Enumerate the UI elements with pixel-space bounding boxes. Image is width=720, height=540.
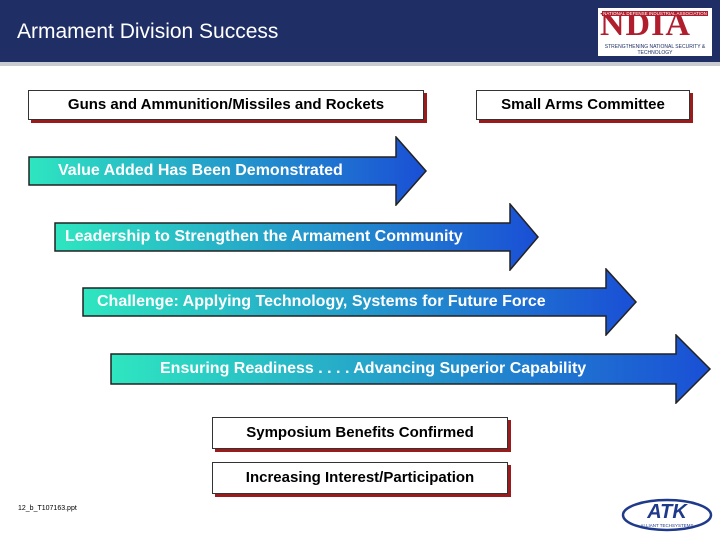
file-code-label: 12_b_T107163.ppt — [18, 505, 77, 512]
arrow-leadership: Leadership to Strengthen the Armament Co… — [54, 203, 540, 271]
arrow-value-added: Value Added Has Been Demonstrated — [28, 136, 428, 206]
arrow-readiness-label: Ensuring Readiness . . . . Advancing Sup… — [160, 360, 587, 377]
arrow-leadership-label: Leadership to Strengthen the Armament Co… — [65, 228, 463, 245]
arrow-readiness: Ensuring Readiness . . . . Advancing Sup… — [110, 334, 712, 404]
box-small-arms-label: Small Arms Committee — [501, 96, 665, 113]
arrow-value-added-label: Value Added Has Been Demonstrated — [58, 162, 343, 179]
ndia-logo-name: NATIONAL DEFENSE INDUSTRIAL ASSOCIATION — [602, 11, 708, 16]
arrow-challenge-shape — [82, 268, 638, 336]
header-bar: Armament Division Success NDIA NATIONAL … — [0, 0, 720, 66]
arrow-value-added-shape — [28, 136, 428, 206]
arrow-readiness-shape — [110, 334, 712, 404]
box-symposium-benefits-label: Symposium Benefits Confirmed — [246, 424, 474, 441]
atk-logo-letters: ATK — [646, 501, 688, 523]
header-band — [0, 62, 720, 66]
atk-logo-shape: ATK ALLIANT TECHSYSTEMS — [621, 498, 713, 532]
atk-logo-tagline: ALLIANT TECHSYSTEMS — [640, 523, 693, 528]
page-title: Armament Division Success — [17, 20, 279, 43]
box-symposium-benefits: Symposium Benefits Confirmed — [212, 417, 508, 449]
box-guns-ammunition-label: Guns and Ammunition/Missiles and Rockets — [67, 96, 385, 113]
box-guns-ammunition: Guns and Ammunition/Missiles and Rockets — [28, 90, 424, 120]
atk-logo: ATK ALLIANT TECHSYSTEMS — [620, 495, 714, 533]
arrow-challenge-label: Challenge: Applying Technology, Systems … — [97, 293, 546, 310]
box-increasing-interest-label: Increasing Interest/Participation — [245, 469, 475, 486]
arrow-challenge: Challenge: Applying Technology, Systems … — [82, 268, 638, 336]
ndia-logo: NDIA NATIONAL DEFENSE INDUSTRIAL ASSOCIA… — [598, 8, 712, 56]
box-increasing-interest: Increasing Interest/Participation — [212, 462, 508, 494]
ndia-logo-tagline: STRENGTHENING NATIONAL SECURITY & TECHNO… — [604, 44, 706, 56]
box-small-arms: Small Arms Committee — [476, 90, 690, 120]
arrow-leadership-shape — [54, 203, 539, 271]
